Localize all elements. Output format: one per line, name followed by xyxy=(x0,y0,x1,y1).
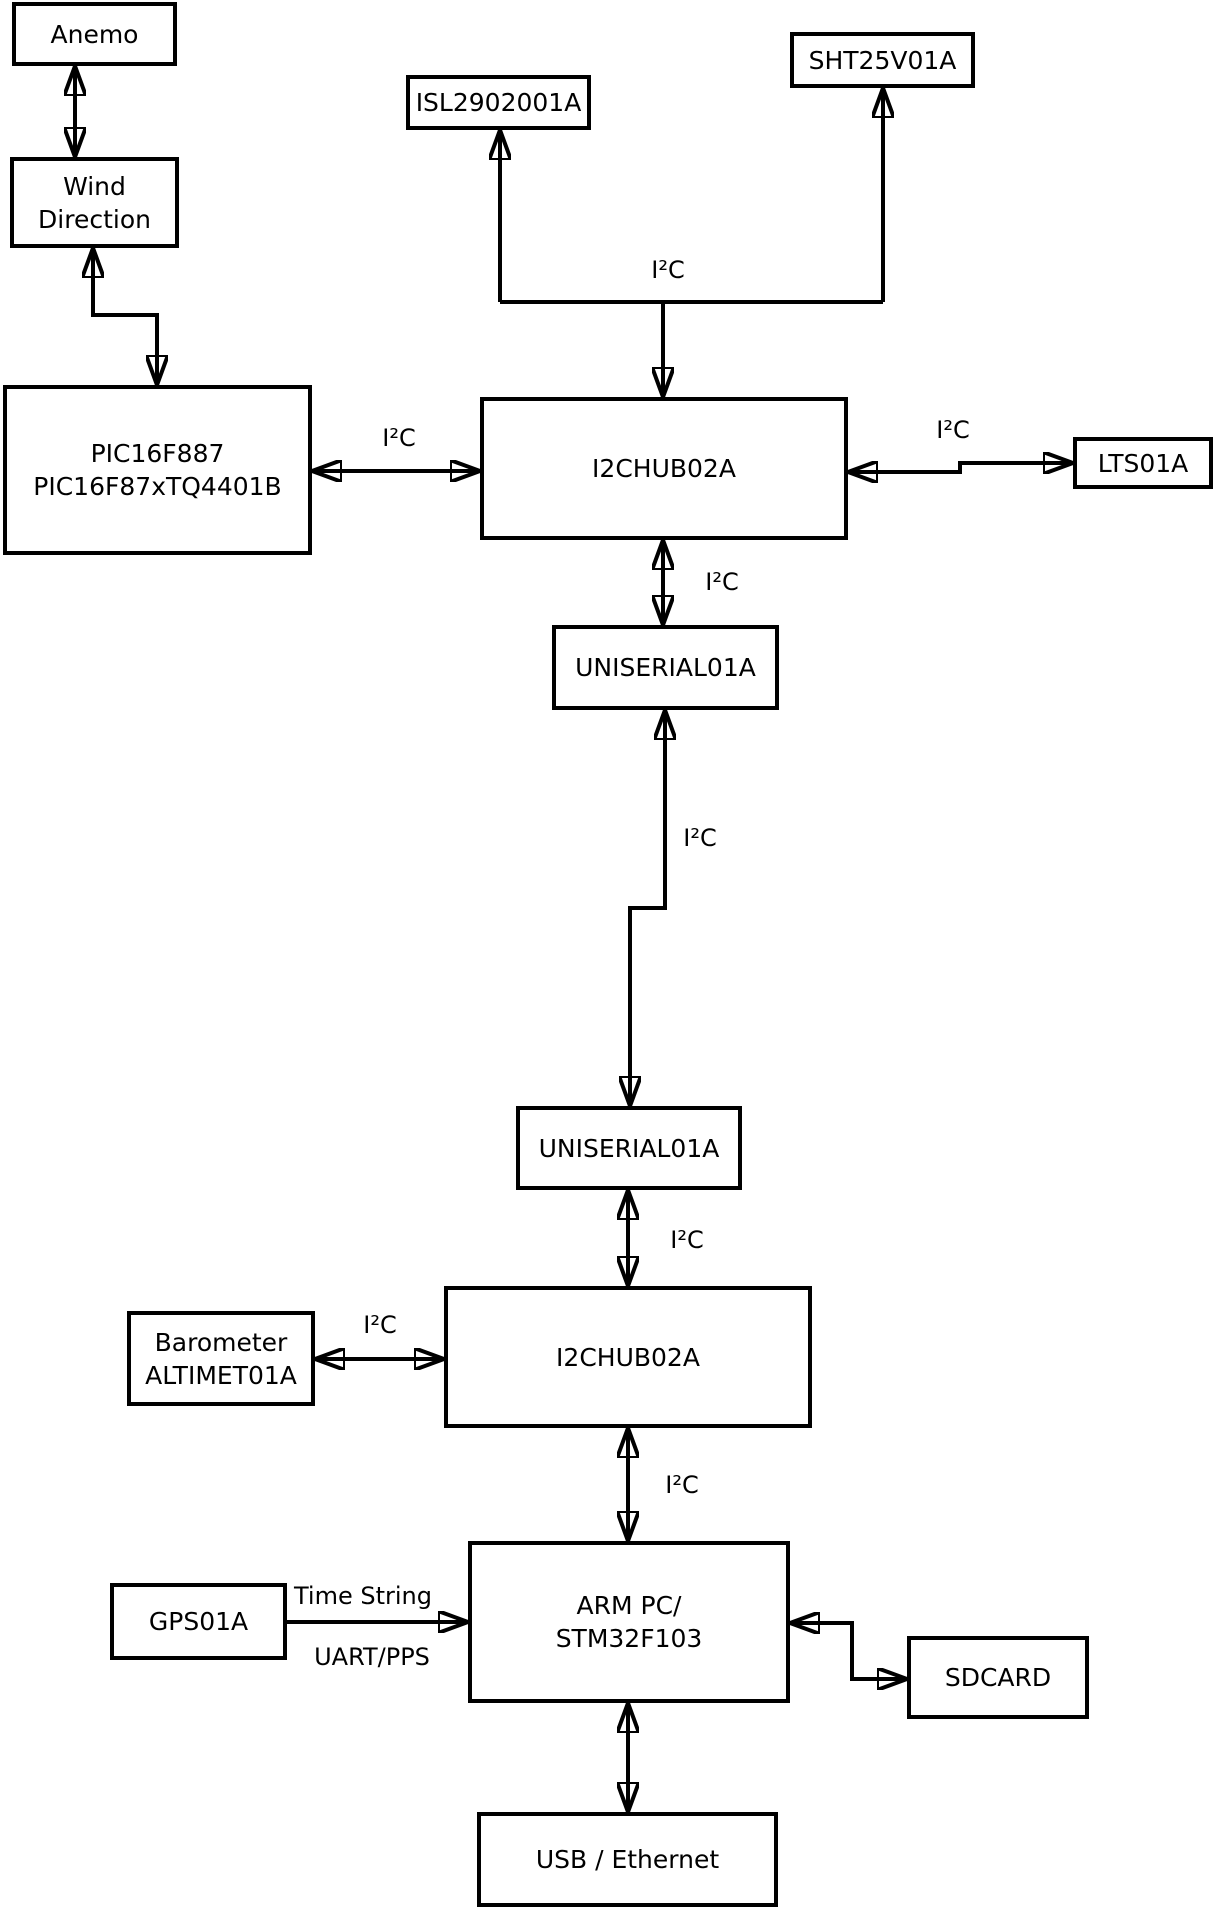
connector-uniserial1-uniserial2 xyxy=(630,710,665,1106)
box-pic16f887: PIC16F887 PIC16F87xTQ4401B xyxy=(3,385,312,555)
connector-hub1-lts xyxy=(848,463,1073,472)
bus-label-i2c-uniserial-hub2: I²C xyxy=(670,1226,704,1254)
bus-label-i2c-uniserial-uniserial: I²C xyxy=(683,824,717,852)
bus-label-i2c-barometer-hub2: I²C xyxy=(363,1311,397,1339)
connector-armpc-sdcard xyxy=(790,1623,907,1679)
box-uniserial01a-upper: UNISERIAL01A xyxy=(552,625,779,710)
bus-label-i2c-pic-hub: I²C xyxy=(382,424,416,452)
box-uniserial01a-lower: UNISERIAL01A xyxy=(516,1106,742,1190)
bus-label-i2c-hub-lts: I²C xyxy=(936,416,970,444)
box-barometer-altimet01a: Barometer ALTIMET01A xyxy=(127,1311,315,1406)
box-isl2902001a: ISL2902001A xyxy=(406,75,591,130)
box-anemo: Anemo xyxy=(12,2,177,66)
bus-label-i2c-hub2-armpc: I²C xyxy=(665,1471,699,1499)
box-sht25v01a: SHT25V01A xyxy=(790,32,975,88)
box-gps01a: GPS01A xyxy=(110,1583,287,1660)
box-lts01a: LTS01A xyxy=(1073,437,1213,489)
box-usb-ethernet: USB / Ethernet xyxy=(477,1812,778,1907)
bus-label-time-string: Time String xyxy=(294,1582,432,1610)
bus-label-i2c-hub-uniserial: I²C xyxy=(705,568,739,596)
bus-label-i2c-top-junction: I²C xyxy=(651,256,685,284)
box-sdcard: SDCARD xyxy=(907,1636,1089,1719)
bus-label-uart-pps: UART/PPS xyxy=(314,1643,430,1671)
box-arm-pc-stm32f103: ARM PC/ STM32F103 xyxy=(468,1541,790,1703)
box-wind-direction: Wind Direction xyxy=(10,157,179,248)
box-i2chub02a-top: I2CHUB02A xyxy=(480,397,848,540)
connector-wind-pic xyxy=(93,248,157,385)
box-i2chub02a-bottom: I2CHUB02A xyxy=(444,1286,812,1428)
